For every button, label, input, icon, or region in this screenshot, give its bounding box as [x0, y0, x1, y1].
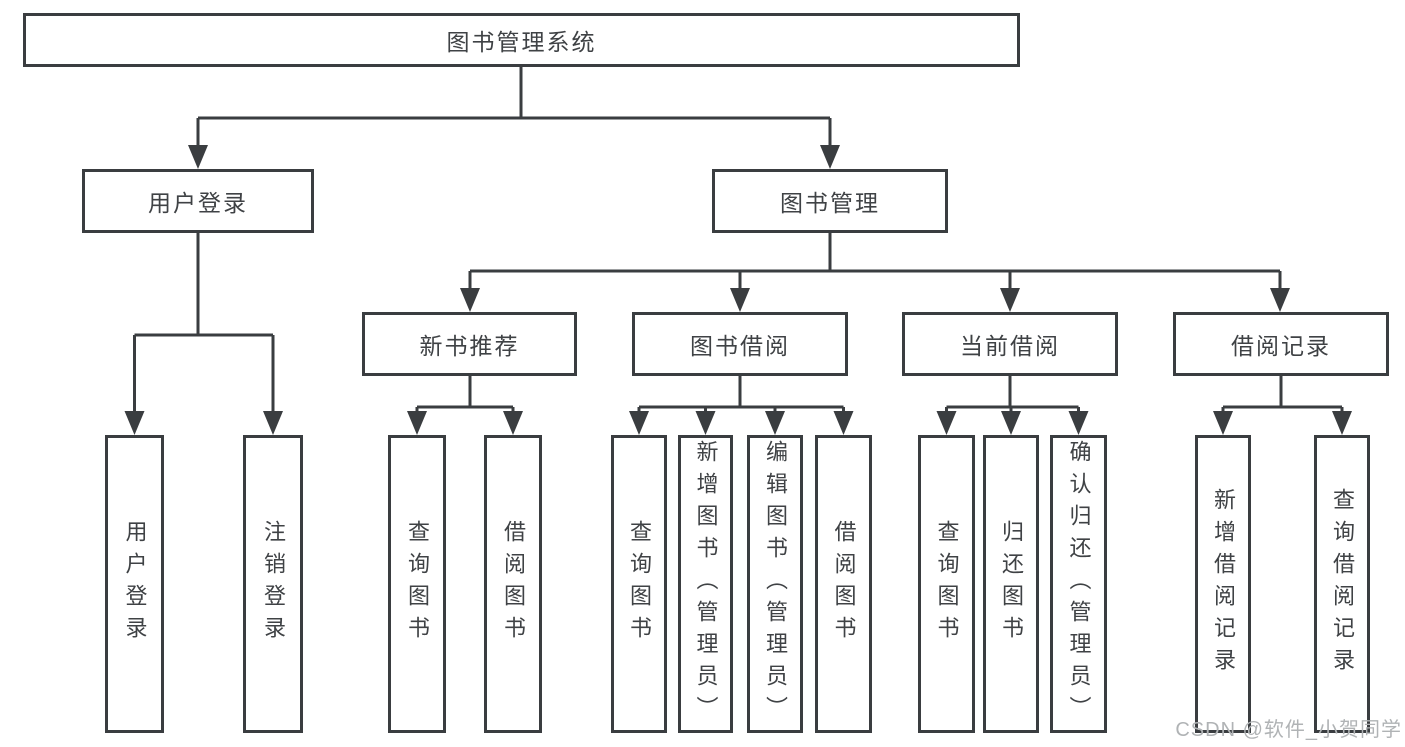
node-book-borrowing: 图书借阅 [632, 312, 848, 376]
leaf-add-books-admin: 新增图书（管理员） [678, 435, 733, 733]
leaf-logout-label: 注销登录 [261, 520, 286, 648]
leaf-add-borrow-record-label: 新增借阅记录 [1211, 488, 1236, 680]
node-library-management-system: 图书管理系统 [23, 13, 1020, 67]
leaf-logout: 注销登录 [243, 435, 303, 733]
leaf-add-books-admin-label: 新增图书（管理员） [693, 440, 719, 728]
leaf-edit-books-admin: 编辑图书（管理员） [747, 435, 803, 733]
leaf-query-books-recommend-label: 查询图书 [405, 520, 430, 648]
node-user-login: 用户登录 [82, 169, 314, 233]
leaf-add-borrow-record: 新增借阅记录 [1195, 435, 1251, 733]
leaf-query-books-borrow-label: 查询图书 [627, 520, 652, 648]
node-new-book-recommendation: 新书推荐 [362, 312, 577, 376]
leaf-query-borrow-record-label: 查询借阅记录 [1330, 488, 1355, 680]
node-current-borrowing: 当前借阅 [902, 312, 1118, 376]
leaf-borrow-books: 借阅图书 [815, 435, 872, 733]
leaf-return-books: 归还图书 [983, 435, 1039, 733]
leaf-query-books-current: 查询图书 [918, 435, 975, 733]
leaf-query-borrow-record: 查询借阅记录 [1314, 435, 1370, 733]
leaf-borrow-books-recommend: 借阅图书 [484, 435, 542, 733]
leaf-user-login: 用户登录 [105, 435, 164, 733]
leaf-query-books-borrow: 查询图书 [611, 435, 667, 733]
leaf-return-books-label: 归还图书 [999, 520, 1024, 648]
node-borrowing-records: 借阅记录 [1173, 312, 1389, 376]
node-book-management: 图书管理 [712, 169, 948, 233]
csdn-watermark: CSDN @软件_小贺同学 [1175, 719, 1402, 741]
leaf-borrow-books-recommend-label: 借阅图书 [501, 520, 526, 648]
leaf-confirm-return-admin-label: 确认归还（管理员） [1066, 440, 1092, 728]
leaf-borrow-books-label: 借阅图书 [831, 520, 857, 648]
leaf-query-books-recommend: 查询图书 [388, 435, 446, 733]
leaf-user-login-label: 用户登录 [122, 520, 148, 648]
leaf-confirm-return-admin: 确认归还（管理员） [1050, 435, 1107, 733]
leaf-query-books-current-label: 查询图书 [934, 520, 960, 648]
leaf-edit-books-admin-label: 编辑图书（管理员） [763, 440, 788, 728]
